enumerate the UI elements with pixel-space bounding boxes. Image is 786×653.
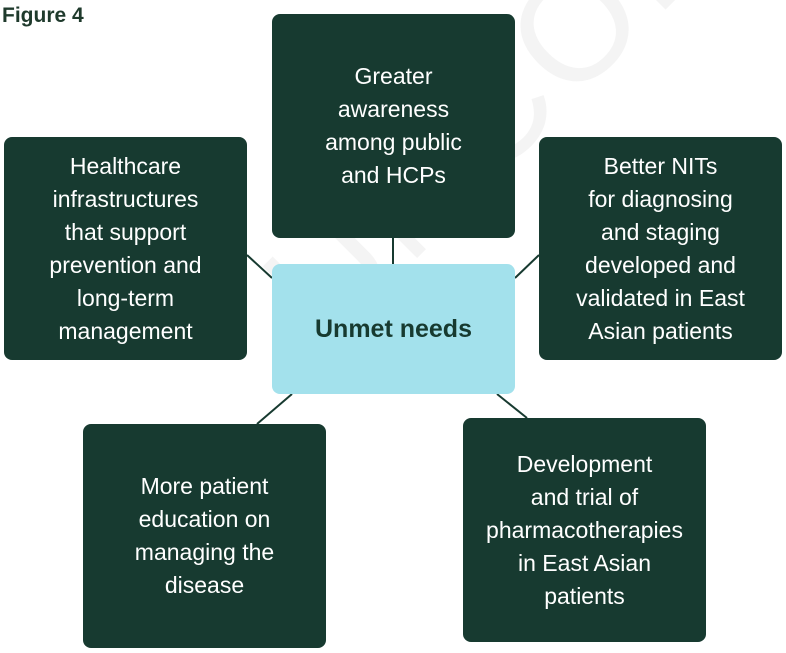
need-label-pharmacotherapies: Development and trial of pharmacotherapi… bbox=[486, 450, 683, 609]
need-box-awareness: Greater awareness among public and HCPs bbox=[272, 14, 515, 238]
need-label-education: More patient education on managing the d… bbox=[134, 473, 275, 598]
connector-bottom-right bbox=[496, 393, 528, 419]
center-node: Unmet needs bbox=[272, 264, 515, 394]
need-box-education: More patient education on managing the d… bbox=[83, 424, 326, 648]
need-label-awareness: Greater awareness among public and HCPs bbox=[325, 63, 462, 188]
need-box-infrastructure: Healthcare infrastructures that support … bbox=[4, 137, 247, 360]
connector-bottom-left bbox=[256, 393, 293, 425]
connector-left bbox=[246, 254, 273, 279]
need-label-nits: Better NITs for diagnosing and staging d… bbox=[576, 152, 745, 344]
need-box-nits: Better NITs for diagnosing and staging d… bbox=[539, 137, 782, 360]
connector-right bbox=[514, 254, 540, 279]
need-label-infrastructure: Healthcare infrastructures that support … bbox=[49, 152, 202, 344]
need-box-pharmacotherapies: Development and trial of pharmacotherapi… bbox=[463, 418, 706, 642]
figure-label: Figure 4 bbox=[2, 4, 84, 27]
center-label: Unmet needs bbox=[315, 314, 472, 343]
